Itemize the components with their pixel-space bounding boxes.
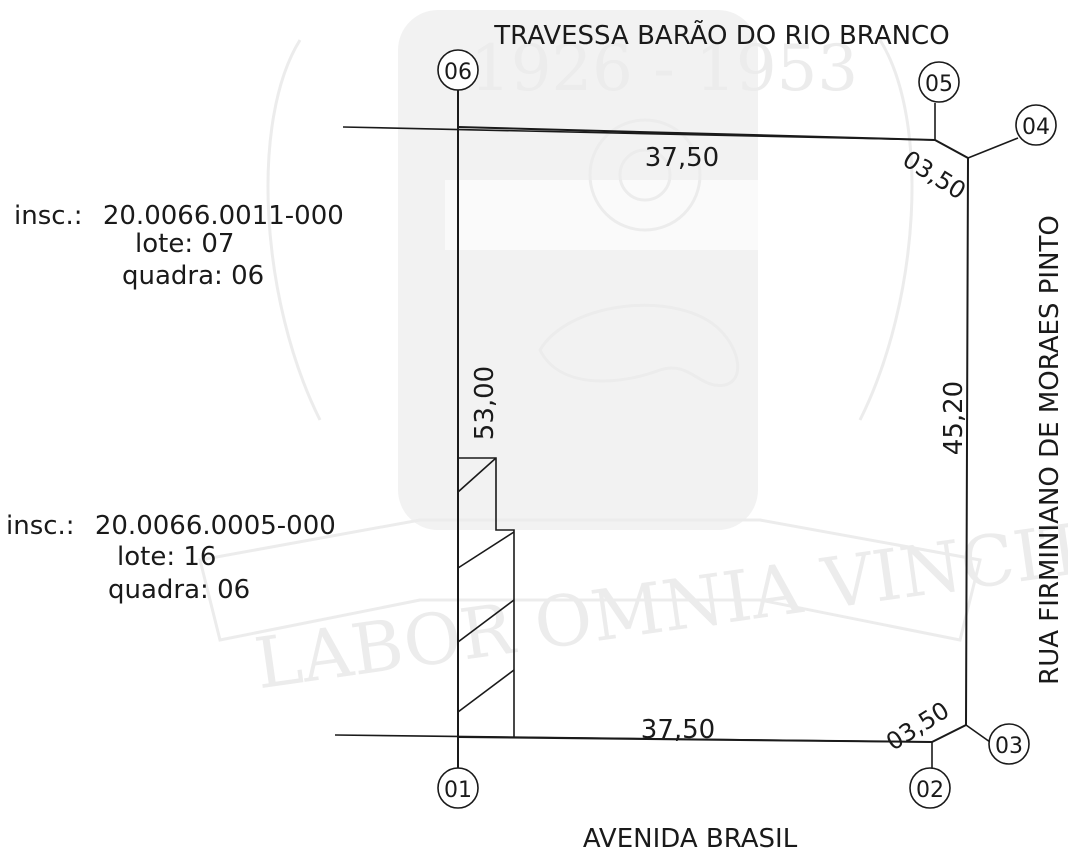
point-marker-01: 01	[437, 767, 479, 809]
watermark-coat-of-arms: 1926 - 1953 LABOR OMNIA VINCIT	[198, 10, 1068, 705]
point-label-01: 01	[444, 778, 472, 803]
street-name-right: RUA FIRMINIANO DE MORAES PINTO	[1035, 215, 1065, 685]
point-label-05: 05	[925, 72, 953, 97]
hatch-line	[457, 599, 515, 643]
parcel-lower-lote: lote: 16	[117, 542, 216, 572]
point-marker-circle	[437, 767, 479, 809]
lot-boundary	[457, 126, 970, 744]
insc-value: 20.0066.0005-000	[95, 511, 336, 541]
street-name-bottom: AVENIDA BRASIL	[583, 824, 798, 854]
hatch-line	[457, 531, 515, 569]
watermark-years: 1926 - 1953	[470, 32, 858, 106]
hatched-strip	[457, 457, 515, 737]
point-label-06: 06	[444, 60, 472, 85]
point-marker-circle	[918, 61, 960, 103]
leader-04	[967, 137, 1019, 159]
point-marker-02: 02	[909, 767, 951, 809]
dimension-top: 37,50	[645, 143, 719, 173]
dimension-left: 53,00	[470, 366, 500, 440]
point-marker-circle	[437, 49, 479, 91]
point-label-04: 04	[1022, 115, 1050, 140]
parcel-upper: insc.: 20.0066.0011-000 lote: 07 quadra:…	[14, 201, 344, 291]
point-marker-03: 03	[988, 723, 1030, 765]
insc-label: insc.:	[6, 511, 75, 541]
watermark-gear-hub-icon	[618, 148, 672, 202]
watermark-ribbon	[198, 518, 982, 642]
parcel-lower-insc: insc.: 20.0066.0005-000	[6, 511, 336, 541]
street-name-top: TRAVESSA BARÃO DO RIO BRANCO	[493, 19, 949, 51]
parcel-upper-insc: insc.: 20.0066.0011-000	[14, 201, 344, 231]
point-marker-05: 05	[918, 61, 960, 103]
parcel-upper-lote: lote: 07	[135, 229, 234, 259]
watermark-shield	[398, 10, 758, 530]
watermark-band	[445, 180, 775, 250]
leader-03	[965, 724, 991, 743]
point-marker-06: 06	[437, 49, 479, 91]
point-label-03: 03	[995, 734, 1023, 759]
point-marker-circle	[988, 723, 1030, 765]
hatched-strip-outline	[458, 457, 515, 737]
hatch-line	[457, 669, 515, 713]
point-marker-circle	[1015, 104, 1057, 146]
dimension-corner-bottom: 03,50	[881, 696, 954, 756]
watermark-motto: LABOR OMNIA VINCIT	[250, 507, 1068, 705]
point-marker-circle	[909, 767, 951, 809]
watermark-cornucopia-icon	[538, 303, 740, 388]
parcel-lower-quadra: quadra: 06	[108, 575, 250, 605]
parcel-upper-quadra: quadra: 06	[122, 261, 264, 291]
hatch-line	[457, 457, 497, 493]
insc-label: insc.:	[14, 201, 83, 231]
dimension-right: 45,20	[939, 381, 969, 455]
insc-value: 20.0066.0011-000	[103, 201, 344, 231]
watermark-vine-left-icon	[266, 39, 322, 421]
watermark-vine-right-icon	[858, 39, 914, 421]
point-label-02: 02	[916, 778, 944, 803]
dimension-bottom: 37,50	[641, 715, 715, 745]
point-marker-04: 04	[1015, 104, 1057, 146]
watermark-gear-icon	[588, 118, 702, 232]
parcel-lower: insc.: 20.0066.0005-000 lote: 16 quadra:…	[6, 511, 336, 605]
